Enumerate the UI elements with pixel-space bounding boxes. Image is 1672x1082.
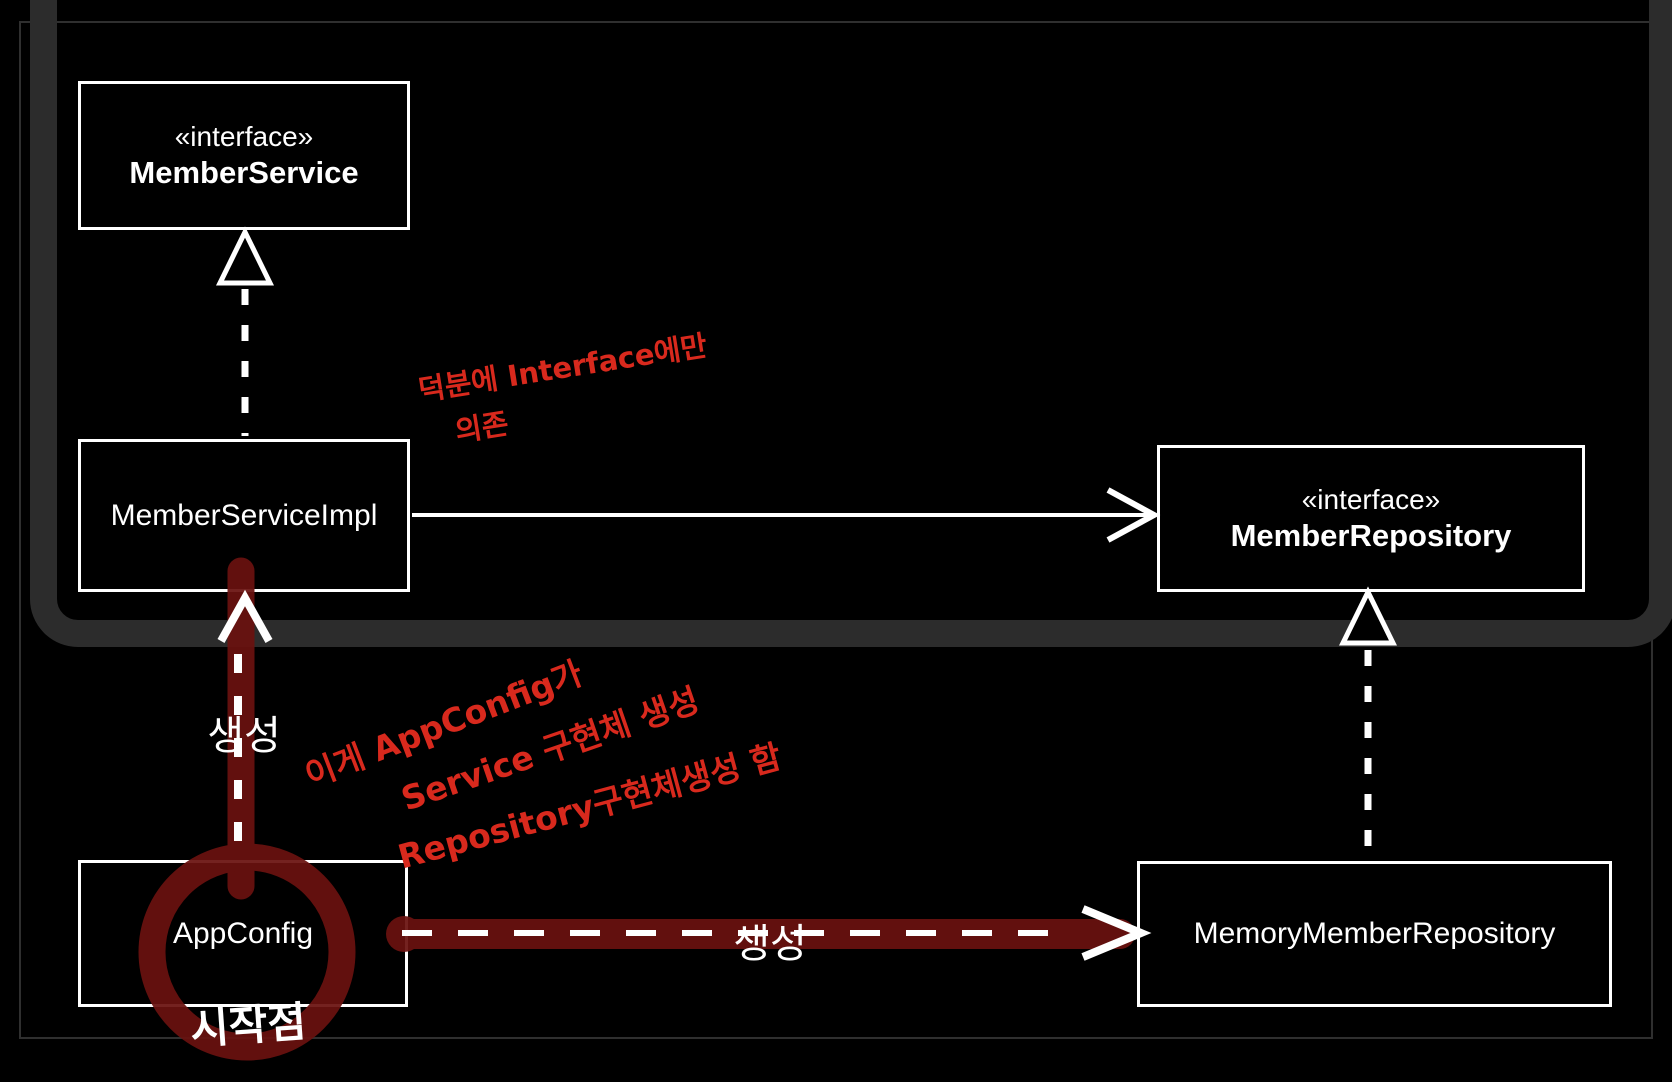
class-box-member-service-impl: MemberServiceImpl bbox=[78, 439, 410, 592]
class-name: MemberRepository bbox=[1230, 517, 1512, 553]
class-name: MemberService bbox=[129, 154, 359, 190]
create-label-service: 생성 bbox=[207, 714, 281, 758]
class-name: MemberServiceImpl bbox=[110, 498, 378, 532]
class-name: AppConfig bbox=[172, 916, 314, 950]
handwritten-note-start-point: 시작점 bbox=[188, 996, 308, 1054]
class-name: MemoryMemberRepository bbox=[1193, 917, 1556, 951]
class-box-member-repository: «interface» MemberRepository bbox=[1157, 445, 1585, 592]
class-box-memory-member-repository: MemoryMemberRepository bbox=[1137, 861, 1612, 1007]
class-box-app-config: AppConfig bbox=[78, 860, 408, 1007]
stereotype-label: «interface» bbox=[1301, 483, 1441, 515]
stereotype-label: «interface» bbox=[174, 120, 314, 152]
create-label-repository: 생성 bbox=[733, 922, 807, 966]
class-box-member-service: «interface» MemberService bbox=[78, 81, 410, 230]
top-group-frame bbox=[30, 0, 1672, 647]
